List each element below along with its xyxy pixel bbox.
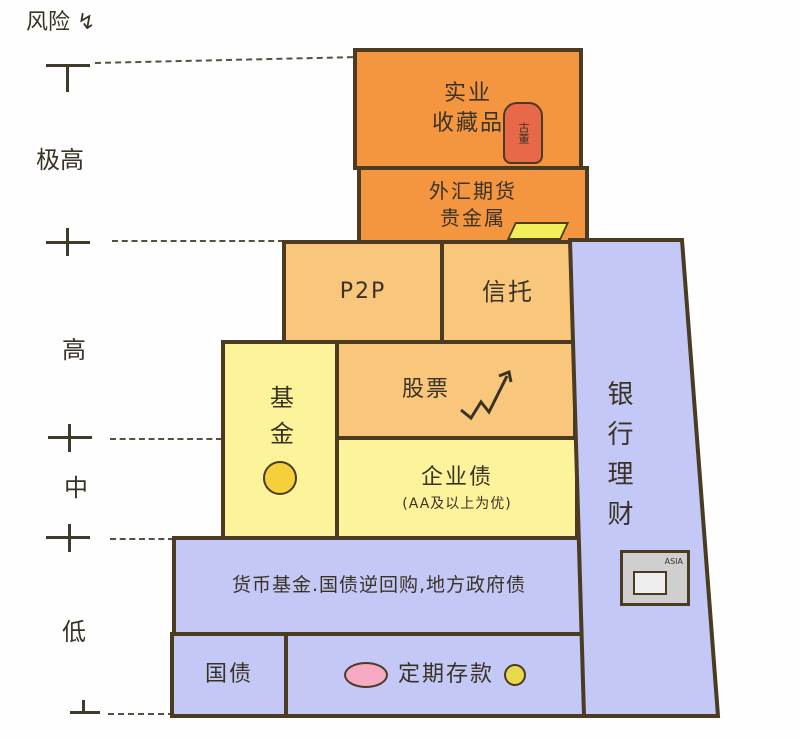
- block-label: 贵金属: [440, 206, 506, 230]
- block-label: 基金: [265, 385, 294, 457]
- block-note: (AA及以上为优): [402, 495, 512, 512]
- block-label: 定期存款: [397, 662, 494, 688]
- axis-label-high: 高: [62, 336, 86, 364]
- safe-icon: ASIA: [620, 550, 690, 606]
- safe-door: [633, 571, 667, 595]
- block-label: 收藏品: [431, 111, 504, 136]
- axis-tick-stem: [66, 228, 69, 256]
- block-forex-futures-metals: 外汇期货 贵金属: [357, 166, 589, 244]
- guide-line-very-high: [112, 240, 284, 242]
- axis-label-low: 低: [62, 618, 86, 646]
- block-funds: 基金: [221, 340, 339, 540]
- axis-tick-bottom-stem: [82, 700, 85, 712]
- guide-line-medium: [110, 538, 174, 540]
- block-label: 股票: [401, 377, 450, 403]
- guide-line-high: [110, 438, 222, 440]
- block-money-market: 货币基金.国债逆回购,地方政府债: [172, 536, 586, 636]
- axis-title-text: 风险: [26, 10, 71, 35]
- piggy-bank-icon: [343, 662, 388, 688]
- axis-label-medium: 中: [64, 474, 88, 502]
- axis-tick-stem: [68, 524, 71, 552]
- arrow-down-icon: ↯: [77, 10, 96, 35]
- block-treasury-bonds: 国债: [170, 632, 288, 718]
- block-label: 银行理财: [603, 380, 633, 540]
- chick-icon: [263, 461, 297, 495]
- block-label: 国债: [204, 662, 253, 688]
- axis-tick-bottom: [70, 711, 100, 714]
- block-label: P2P: [339, 279, 387, 305]
- trend-up-icon: [460, 369, 513, 421]
- block-label: 货币基金.国债逆回购,地方政府债: [231, 574, 527, 597]
- safe-label: ASIA: [664, 557, 683, 566]
- block-label: 实业: [443, 81, 492, 107]
- axis-tick-stem: [68, 424, 71, 452]
- block-stocks: 股票: [335, 340, 577, 440]
- coin-icon: [504, 664, 526, 686]
- block-label: 外汇期货: [429, 179, 517, 203]
- block-bank-wealth: 银行理财: [600, 380, 637, 540]
- block-trust: 信托: [440, 240, 576, 344]
- axis-label-very-high: 极高: [36, 146, 84, 174]
- axis-tick-top-stem: [66, 64, 69, 92]
- axis-title: 风险 ↯: [26, 4, 95, 36]
- block-label: 信托: [482, 277, 534, 306]
- vase-text: 古董: [517, 122, 530, 144]
- guide-line-bottom: [108, 713, 174, 715]
- block-label: 企业债: [420, 465, 493, 491]
- antique-vase-icon: 古董: [503, 102, 543, 164]
- block-industry-collectibles: 实业 收藏品 古董: [353, 48, 583, 170]
